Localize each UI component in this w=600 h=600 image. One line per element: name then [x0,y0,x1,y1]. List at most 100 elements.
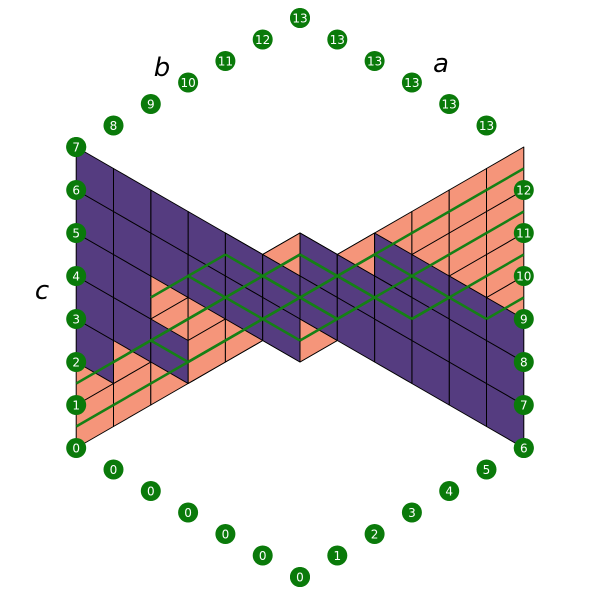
path-node-badge: 4 [66,266,87,286]
path-segment [187,339,227,364]
path-segment [485,253,525,278]
path-segment [299,317,338,342]
path-segment [448,274,488,299]
path-node-badge: 4 [439,481,460,501]
path-segment [448,188,488,213]
svg-text:13: 13 [404,76,419,90]
path-node-badge: 12 [252,29,273,50]
svg-text:12: 12 [516,184,531,198]
path-node-badge: 13 [476,115,497,136]
svg-text:9: 9 [520,313,528,327]
path-segment [150,360,189,385]
axis-label-a: a [433,49,449,79]
path-segment [336,296,376,321]
svg-text:2: 2 [371,528,379,542]
path-segment [373,296,413,321]
svg-text:1: 1 [333,549,341,563]
path-node-badge: 9 [513,309,534,329]
svg-text:0: 0 [184,506,192,520]
axis-label-c: c [35,276,49,306]
svg-text:0: 0 [72,442,80,456]
path-node-badge: 13 [290,8,310,28]
path-segment [373,231,413,256]
svg-text:13: 13 [479,119,494,133]
path-node-badge: 0 [66,438,87,458]
path-node-badge: 5 [476,459,497,480]
svg-text:10: 10 [516,270,531,284]
path-segment [448,296,488,321]
svg-text:13: 13 [442,98,457,112]
path-segment [150,339,189,364]
path-segment [411,274,450,299]
svg-text:6: 6 [520,442,528,456]
svg-text:6: 6 [72,184,80,198]
path-node-badge: 8 [513,352,534,372]
svg-text:3: 3 [72,313,80,327]
svg-text:0: 0 [110,463,118,477]
path-segment [262,253,301,278]
path-segment [262,274,301,299]
svg-text:13: 13 [367,55,382,69]
path-segment [336,274,376,299]
path-node-badge: 7 [66,137,87,157]
path-node-badge: 13 [327,29,348,50]
path-node-badge: 7 [513,395,534,415]
path-node-badge: 0 [140,481,161,501]
svg-text:8: 8 [110,119,118,133]
path-node-badge: 11 [215,51,236,71]
path-node-badge: 6 [66,180,87,200]
svg-text:0: 0 [259,549,267,563]
path-segment [262,296,301,321]
path-segment [224,274,264,299]
path-segment [485,210,525,235]
path-segment [150,274,189,299]
path-segment [224,317,264,342]
path-segment [75,403,115,428]
path-segment [485,296,525,321]
svg-text:2: 2 [72,356,80,370]
path-node-badge: 13 [439,94,460,114]
path-segment [299,274,338,299]
svg-text:4: 4 [72,270,80,284]
svg-text:13: 13 [330,33,345,47]
path-node-badge: 2 [66,352,87,372]
path-segment [373,274,413,299]
path-segment [262,317,301,342]
path-node-badge: 1 [327,545,348,566]
tiling-faces [75,146,525,449]
svg-text:4: 4 [445,485,453,499]
path-segment [411,210,450,235]
svg-text:10: 10 [180,76,195,90]
path-node-badge: 0 [215,524,236,544]
path-segment [187,274,227,299]
path-node-badge: 0 [290,567,310,587]
path-node-badge: 2 [364,524,385,544]
path-segment [373,253,413,278]
path-node-badge: 0 [252,545,273,566]
svg-text:0: 0 [222,528,230,542]
path-node-badge: 10 [178,72,199,93]
nonintersecting-paths: 0123456701234560000007891011121313131313… [66,8,534,587]
path-node-badge: 9 [140,94,161,114]
svg-text:11: 11 [516,227,531,241]
svg-text:3: 3 [408,506,416,520]
path-node-badge: 13 [364,51,385,71]
path-node-badge: 5 [66,223,87,243]
svg-text:8: 8 [520,356,528,370]
path-segment [448,231,488,256]
svg-text:5: 5 [72,227,80,241]
path-node-badge: 3 [401,502,422,523]
path-segment [112,382,152,407]
path-node-badge: 0 [103,459,124,480]
path-segment [299,253,338,278]
path-node-badge: 3 [66,309,87,329]
svg-text:11: 11 [218,55,233,69]
svg-text:12: 12 [255,33,270,47]
path-node-badge: 8 [103,115,124,136]
path-node-badge: 0 [178,502,199,523]
path-segment [411,296,450,321]
path-node-badge: 13 [401,72,422,93]
path-segment [224,296,264,321]
path-segment [411,253,450,278]
